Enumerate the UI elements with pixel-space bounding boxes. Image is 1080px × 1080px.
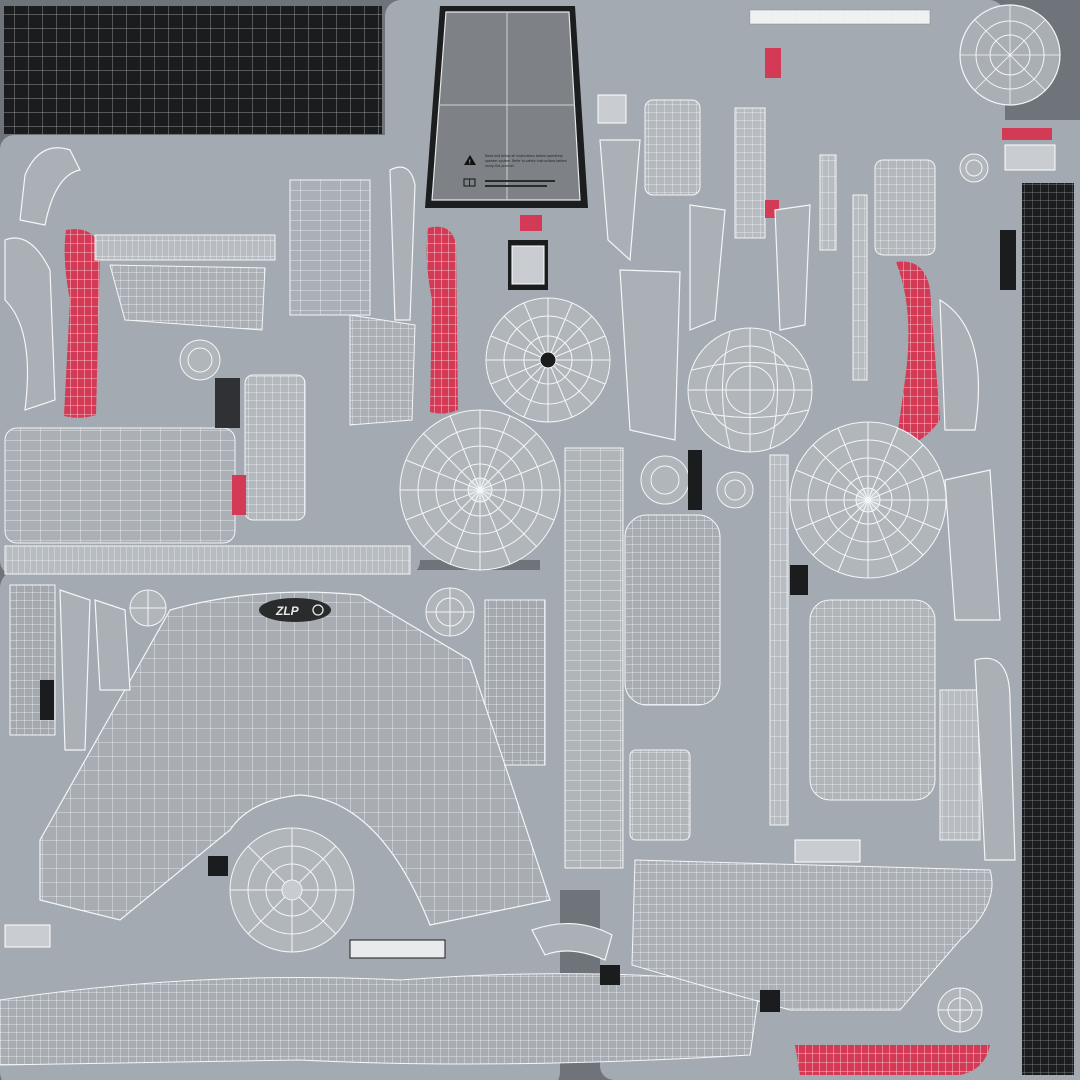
bracket-wires [4, 139, 1016, 961]
brand-logo-badge: ZLP [259, 598, 331, 622]
book-icon [463, 178, 476, 187]
red-bumper-left [64, 229, 100, 418]
red-strip-bottom [795, 1045, 990, 1075]
grid-blocks [4, 99, 981, 869]
warning-line-3: using this product. [485, 164, 515, 168]
warning-line-1: Read and follow all instructions before … [485, 154, 563, 158]
brand-logo-text: ZLP [275, 604, 300, 618]
warning-line-2: speaker system. Refer to safety instruct… [485, 159, 567, 163]
detail-chips [4, 48, 1056, 1012]
dark-grid-panel [4, 6, 382, 134]
svg-text:!: ! [469, 159, 471, 166]
handle-shell [631, 859, 993, 1011]
red-bumper-center [426, 226, 458, 414]
base-shell-large [39, 591, 551, 926]
top-right-shells [749, 4, 1061, 106]
speaker-cones [129, 153, 989, 1033]
warning-triangle-icon: ! [464, 155, 476, 166]
swirl-logo-icon [312, 604, 324, 616]
red-bumper-right [896, 261, 940, 446]
screen-panel: ! Read and follow all instructions befor… [425, 6, 588, 208]
bottom-band [0, 973, 761, 1066]
dark-strip-right [1022, 183, 1074, 1075]
